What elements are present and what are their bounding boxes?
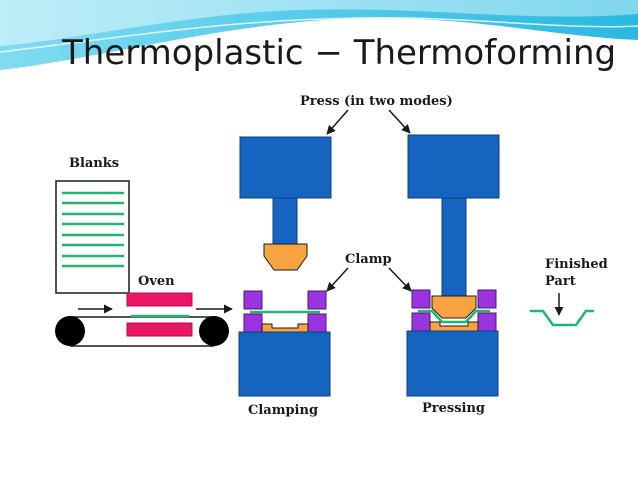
formed-sheet bbox=[418, 309, 490, 324]
clamp-block bbox=[411, 289, 431, 309]
clamp-block bbox=[243, 290, 263, 310]
slide-title: Thermoplastic − Thermoforming bbox=[62, 33, 617, 73]
conveyor bbox=[55, 304, 233, 347]
upper-mold-left bbox=[263, 243, 308, 271]
conveyor-roller-left bbox=[55, 316, 85, 346]
clamp-block bbox=[307, 290, 327, 310]
lower-mold-right bbox=[429, 321, 479, 332]
heater-bottom bbox=[126, 322, 193, 337]
clamping-label: Clamping bbox=[248, 403, 319, 418]
blanks-label: Blanks bbox=[69, 156, 120, 171]
oven-label: Oven bbox=[138, 274, 175, 289]
press-head-right bbox=[407, 134, 500, 199]
press-base-left bbox=[238, 331, 331, 397]
press-base-right bbox=[406, 330, 499, 397]
arrow-pointer-icon bbox=[388, 267, 412, 292]
finished-part-shape bbox=[530, 309, 594, 327]
blanks-stack bbox=[55, 180, 130, 294]
press-label: Press (in two modes) bbox=[300, 94, 453, 109]
lower-mold-left bbox=[261, 323, 309, 333]
clamp-block bbox=[411, 312, 431, 332]
clamp-block bbox=[477, 289, 497, 309]
pointer-arrows bbox=[326, 109, 412, 292]
heater-top bbox=[126, 292, 193, 307]
blanks-frame bbox=[55, 180, 130, 294]
press-ram-right bbox=[441, 197, 467, 297]
pressing-label: Pressing bbox=[422, 401, 486, 416]
arrow-pointer-icon bbox=[388, 109, 411, 134]
clamp-block bbox=[243, 313, 263, 333]
clamping-station bbox=[238, 136, 332, 397]
finished-part-label-line1: Finished bbox=[545, 257, 608, 272]
clamp-block bbox=[307, 313, 327, 333]
blank-sheets bbox=[62, 191, 124, 268]
finished-part bbox=[530, 293, 594, 327]
pressing-station bbox=[406, 134, 500, 397]
clamp-label: Clamp bbox=[345, 252, 392, 267]
conveyor-roller-right bbox=[199, 316, 229, 346]
arrow-pointer-icon bbox=[326, 109, 349, 135]
finished-part-label-line2: Part bbox=[545, 274, 576, 289]
upper-mold-right bbox=[431, 295, 477, 319]
oven bbox=[126, 292, 193, 337]
clamp-block bbox=[477, 312, 497, 332]
header-wave bbox=[0, 0, 638, 70]
press-ram-left bbox=[272, 197, 298, 245]
finished-part-label: Finished Part bbox=[545, 256, 608, 290]
press-head-left bbox=[239, 136, 332, 199]
arrow-pointer-icon bbox=[326, 267, 349, 292]
